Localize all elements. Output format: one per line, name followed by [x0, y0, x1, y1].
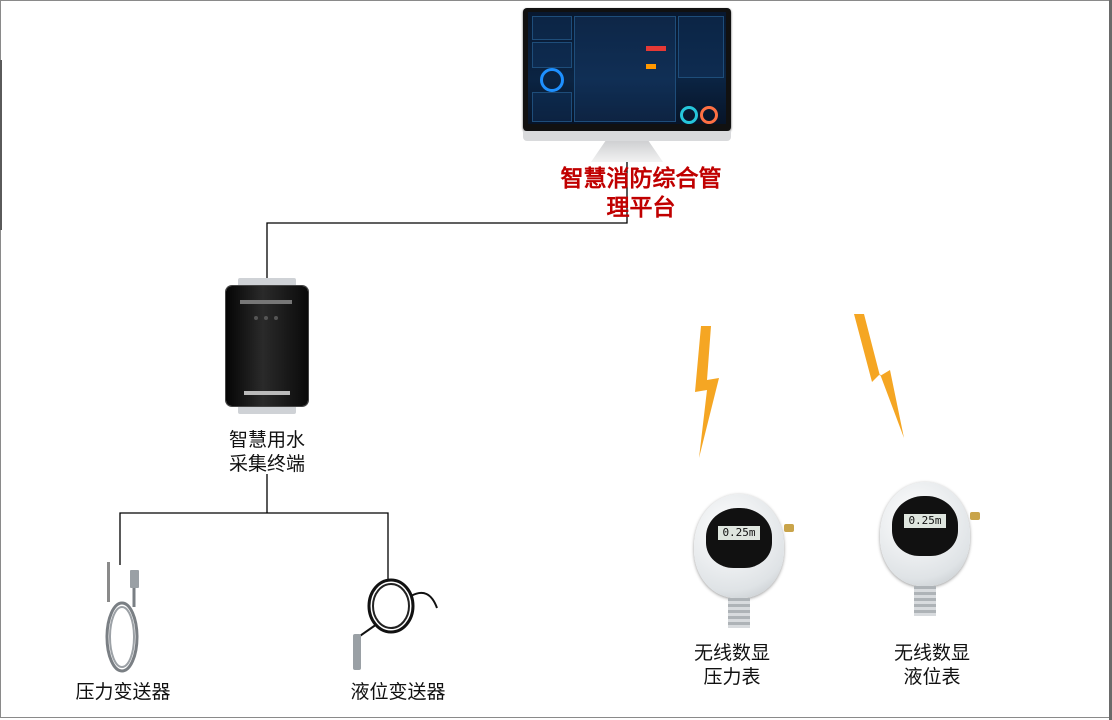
threaded-fitting	[914, 586, 936, 616]
wireless-pressure-gauge-device: 0.25m	[686, 494, 796, 634]
platform-to-collector-wire	[266, 162, 628, 280]
mount-bracket-bottom	[238, 404, 296, 414]
wireless-level-gauge-label: 无线数显 液位表	[893, 642, 970, 688]
dashboard-ring-chart	[700, 106, 718, 124]
wireless-pressure-gauge-label: 无线数显 压力表	[693, 642, 770, 688]
wireless-signal-icon	[695, 326, 719, 458]
collector-label: 智慧用水 采集终端	[228, 429, 305, 475]
level-transmitter-label: 液位变送器	[350, 681, 446, 703]
platform-title: 智慧消防综合管 理平台	[560, 166, 722, 221]
terminal-text-strip	[240, 300, 292, 304]
collector-to-sensors-wire	[119, 474, 389, 580]
monitor-chin	[523, 131, 731, 141]
dashboard-panel	[532, 16, 572, 40]
led-indicator	[254, 316, 258, 320]
dashboard-ring-chart	[540, 68, 564, 92]
collector-terminal	[224, 278, 310, 414]
alarm-indicator	[646, 46, 666, 51]
dashboard-panel	[532, 42, 572, 68]
right-edge-bar	[1109, 0, 1112, 720]
terminal-body	[226, 286, 308, 406]
antenna-nub	[970, 512, 980, 520]
warning-indicator	[646, 64, 656, 69]
mount-bracket-top	[238, 278, 296, 288]
monitor-stand	[591, 141, 663, 162]
level-transmitter-device	[353, 578, 438, 670]
dashboard-panel	[678, 16, 724, 78]
wireless-signal-icon	[854, 314, 904, 438]
threaded-fitting	[728, 598, 750, 628]
led-indicator	[264, 316, 268, 320]
gauge-lcd: 0.25m	[718, 526, 760, 540]
dashboard-ring-chart	[680, 106, 698, 124]
wireless-level-gauge-device: 0.25m	[872, 482, 982, 622]
antenna-nub	[784, 524, 794, 532]
dashboard-panel	[532, 92, 572, 122]
platform-monitor	[523, 8, 731, 162]
brand-logo	[244, 391, 290, 395]
dashboard-screen	[528, 12, 726, 124]
dashboard-map	[574, 16, 676, 122]
left-edge-bar	[0, 60, 2, 230]
led-indicator	[274, 316, 278, 320]
pressure-transmitter-label: 压力变送器	[75, 681, 171, 703]
gauge-lcd: 0.25m	[904, 514, 946, 528]
pressure-transmitter-device	[105, 562, 139, 673]
monitor-bezel	[523, 8, 731, 131]
